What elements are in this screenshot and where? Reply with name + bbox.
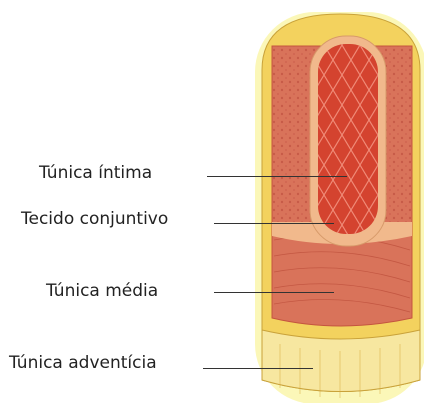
leader-line-media	[214, 292, 334, 293]
leader-line-conjuntivo	[214, 223, 334, 224]
label-tecido-conjuntivo: Tecido conjuntivo	[21, 209, 168, 229]
endothelium-pattern	[318, 44, 378, 234]
leader-line-intima	[207, 176, 347, 177]
leader-line-adventicia	[203, 368, 313, 369]
label-tunica-adventicia: Túnica adventícia	[9, 353, 157, 373]
label-tunica-media: Túnica média	[46, 281, 158, 301]
label-tunica-intima: Túnica íntima	[39, 163, 152, 183]
adventicia-bottom-cap	[262, 330, 420, 392]
